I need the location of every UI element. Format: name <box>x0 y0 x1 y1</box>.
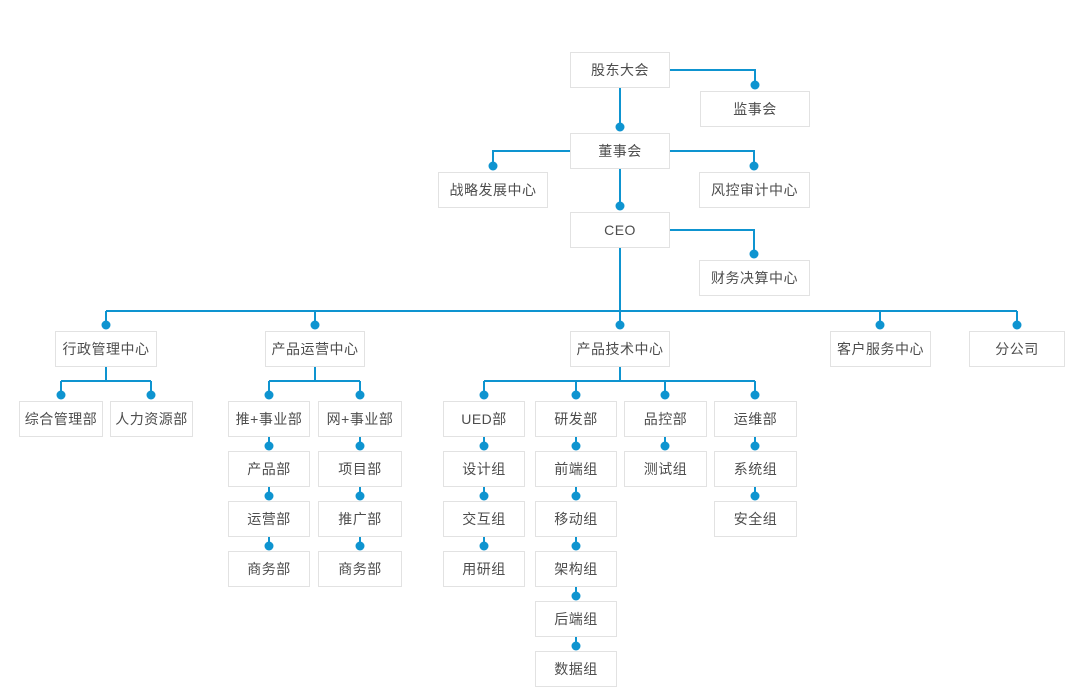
org-node-business-dept-1: 商务部 <box>228 551 310 587</box>
org-node-product-operations-center: 产品运营中心 <box>265 331 365 367</box>
connector-dot <box>660 390 670 400</box>
connector-dot <box>571 491 581 501</box>
connector-dot <box>101 320 111 330</box>
org-node-product-technology-center: 产品技术中心 <box>570 331 670 367</box>
org-node-mobile-group: 移动组 <box>535 501 617 537</box>
connector-dot <box>749 161 759 171</box>
connector-dot <box>479 390 489 400</box>
org-node-interaction-group: 交互组 <box>443 501 525 537</box>
org-node-product-dept: 产品部 <box>228 451 310 487</box>
connector-dot <box>355 441 365 451</box>
org-node-shareholders-meeting: 股东大会 <box>570 52 670 88</box>
connector-dot <box>264 491 274 501</box>
connector-dot <box>571 591 581 601</box>
connector-dot <box>571 390 581 400</box>
org-node-operations-dept: 运营部 <box>228 501 310 537</box>
connector-line <box>670 150 755 166</box>
org-node-ops-maintenance-dept: 运维部 <box>714 401 797 437</box>
connector-dot <box>571 541 581 551</box>
connector-dot <box>571 641 581 651</box>
connector-dot <box>146 390 156 400</box>
org-node-qc-dept: 品控部 <box>624 401 707 437</box>
org-node-risk-audit-center: 风控审计中心 <box>699 172 810 208</box>
connector-dot <box>264 541 274 551</box>
connector-dot <box>264 390 274 400</box>
connector-dot <box>750 491 760 501</box>
org-node-ued-dept: UED部 <box>443 401 525 437</box>
org-node-tui-business-unit: 推+事业部 <box>228 401 310 437</box>
connector-dot <box>875 320 885 330</box>
connector-dot <box>479 491 489 501</box>
connector-dot <box>355 491 365 501</box>
org-node-business-dept-2: 商务部 <box>318 551 402 587</box>
connector-line <box>670 69 756 85</box>
connector-dot <box>750 80 760 90</box>
org-node-general-management-dept: 综合管理部 <box>19 401 103 437</box>
org-node-data-group: 数据组 <box>535 651 617 687</box>
org-node-testing-group: 测试组 <box>624 451 707 487</box>
connector-line <box>670 229 755 254</box>
org-node-wang-business-unit: 网+事业部 <box>318 401 402 437</box>
connector-dot <box>488 161 498 171</box>
connector-dot <box>56 390 66 400</box>
org-node-design-group: 设计组 <box>443 451 525 487</box>
org-node-system-group: 系统组 <box>714 451 797 487</box>
connector-dot <box>660 441 670 451</box>
org-node-customer-service-center: 客户服务中心 <box>830 331 931 367</box>
connector-dot <box>615 201 625 211</box>
org-node-promotion-dept: 推广部 <box>318 501 402 537</box>
org-node-frontend-group: 前端组 <box>535 451 617 487</box>
connector-dot <box>615 122 625 132</box>
connector-dot <box>749 249 759 259</box>
connector-dot <box>750 441 760 451</box>
org-node-backend-group: 后端组 <box>535 601 617 637</box>
connector-dot <box>479 541 489 551</box>
org-node-user-research-group: 用研组 <box>443 551 525 587</box>
org-node-rd-dept: 研发部 <box>535 401 617 437</box>
connector-dot <box>615 320 625 330</box>
connector-dot <box>479 441 489 451</box>
org-node-board-of-directors: 董事会 <box>570 133 670 169</box>
connector-dot <box>571 441 581 451</box>
connector-dot <box>310 320 320 330</box>
org-node-architecture-group: 架构组 <box>535 551 617 587</box>
org-node-supervisory-board: 监事会 <box>700 91 810 127</box>
org-node-financial-settlement-center: 财务决算中心 <box>699 260 810 296</box>
connector-dot <box>264 441 274 451</box>
connector-line <box>492 150 570 166</box>
org-node-admin-management-center: 行政管理中心 <box>55 331 157 367</box>
connector-dot <box>1012 320 1022 330</box>
org-node-hr-dept: 人力资源部 <box>110 401 193 437</box>
connector-dot <box>750 390 760 400</box>
connector-dot <box>355 541 365 551</box>
org-node-project-dept: 项目部 <box>318 451 402 487</box>
org-node-security-group: 安全组 <box>714 501 797 537</box>
org-node-ceo: CEO <box>570 212 670 248</box>
org-node-branch-company: 分公司 <box>969 331 1065 367</box>
connector-dot <box>355 390 365 400</box>
org-node-strategy-development-center: 战略发展中心 <box>438 172 548 208</box>
